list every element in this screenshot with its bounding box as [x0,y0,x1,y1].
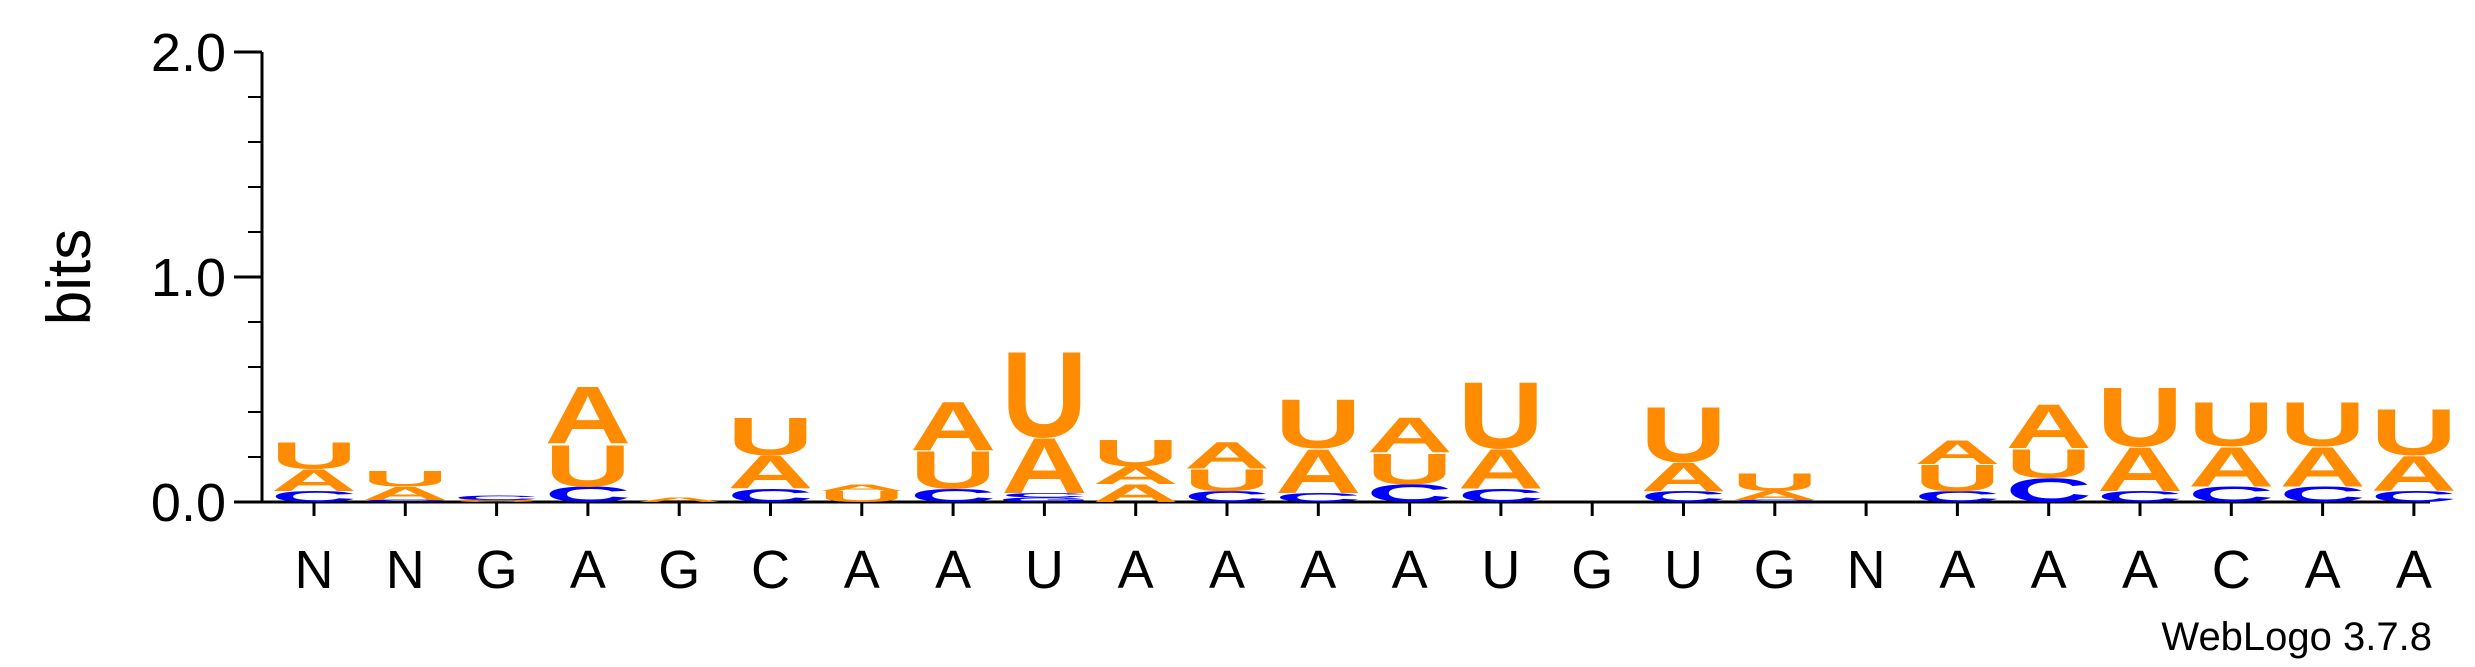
logo-letter-U: U [1001,325,1087,463]
logo-letter-U: U [1184,462,1270,497]
y-ticks: 0.0 1.0 2.0 [151,23,262,533]
logo-letter-A: A [1366,408,1452,464]
x-position-label: C [751,540,790,600]
logo-letter-A: A [2371,446,2457,502]
logo-letter-A: A [2006,392,2092,462]
logo-letter-C: C [2097,488,2183,506]
logo-letter-U: U [362,467,448,492]
logo-letter-C: C [727,485,813,506]
x-position-label: G [658,540,700,600]
logo-letter-C: C [545,482,631,507]
logo-letter-C: C [1458,485,1544,506]
logo-letter-C: C [1914,488,2000,506]
logo-letter-U: U [1366,445,1452,494]
logo-letter-C: C [2279,482,2365,507]
logo-letter-A: A [545,369,631,461]
logo-letter-A: A [1093,462,1179,490]
x-position-label: G [476,540,518,600]
logo-letter-U: U [1914,457,2000,499]
logo-letter-G: G [998,496,1091,503]
logo-letter-A: A [362,483,448,504]
x-position-label: A [2122,540,2158,600]
logo-letter-U: U [1640,391,1726,479]
logo-letter-U: U [453,499,539,502]
logo-letter-C: C [2188,482,2274,507]
x-position-label: U [1481,540,1520,600]
y-axis-label: bits [35,229,104,325]
x-position-label: C [2212,540,2251,600]
x-position-label: A [1118,540,1154,600]
logo-letter-U: U [271,434,357,476]
logo-letter-A: A [1184,434,1270,476]
x-position-label: N [295,540,334,600]
x-position-label: A [1300,540,1336,600]
logo-letter-U: U [2371,396,2457,469]
logo-letter-C: C [1001,492,1087,499]
logo-letter-U: U [1275,386,1361,463]
x-position-label: A [1392,540,1428,600]
logo-letter-U: U [727,406,813,466]
logo-letter-U: U [2006,440,2092,486]
logo-letter-C: C [271,488,357,506]
y-tick-label: 0.0 [151,473,226,533]
logo-letter-A: A [1093,480,1179,508]
logo-letter-A: A [1732,488,1818,502]
logo-letter-A: A [1914,432,2000,471]
logo-letter-C: C [910,485,996,506]
x-position-label: G [1571,540,1613,600]
logo-letter-A: A [1640,454,1726,500]
x-position-label: A [844,540,880,600]
logo-letter-U: U [2097,369,2183,464]
x-position-label: A [1209,540,1245,600]
weblogo-credit: WebLogo 3.7.8 [2161,615,2432,659]
logo-letter-U: U [1093,432,1179,474]
logo-letter-U: U [1732,468,1818,496]
logo-letter-A: A [1275,437,1361,507]
logo-letter-A: A [1458,437,1544,501]
logo-letter-U: U [2188,390,2274,460]
x-position-label: A [2396,540,2432,600]
logo-letter-C: C [1640,488,1726,506]
logo-letter-A: A [819,482,905,493]
x-position-label: G [1754,540,1796,600]
x-position-label: A [570,540,606,600]
logo-letter-A: A [2279,435,2365,499]
x-position-label: N [386,540,425,600]
y-tick-label: 1.0 [151,248,226,308]
logo-letter-C: C [2006,471,2092,510]
logo-letter-A: A [2097,435,2183,505]
logo-letter-A: A [2188,435,2274,499]
logo-letter-U: U [1458,363,1544,468]
logo-letter-A: A [727,446,813,498]
x-position-label: U [1664,540,1703,600]
y-tick-label: 2.0 [151,23,226,83]
logo-letter-C: C [1732,499,1818,502]
logo-letter-C: C [2371,488,2457,506]
logo-letter-C: C [362,499,448,502]
logo-letter-A: A [271,462,357,497]
x-position-label: N [1847,540,1886,600]
logo-letter-A: A [1001,422,1087,510]
x-position-label: U [1025,540,1064,600]
logo-letter-C: C [1275,491,1361,505]
x-position-label: A [935,540,971,600]
logo-letter-U: U [819,488,905,506]
x-position-label: A [2031,540,2067,600]
logo-letter-C: C [1366,480,1452,508]
logo-letter-C: C [453,494,539,501]
logo-letter-U: U [2279,390,2365,460]
logo-letter-C: C [1184,488,1270,506]
logo-letter-A: A [910,388,996,465]
x-position-label: A [1939,540,1975,600]
x-position-label: A [2305,540,2341,600]
logo-letter-U: U [545,433,631,499]
logo-letter-A: A [636,496,722,503]
logo-letter-U: U [910,440,996,500]
